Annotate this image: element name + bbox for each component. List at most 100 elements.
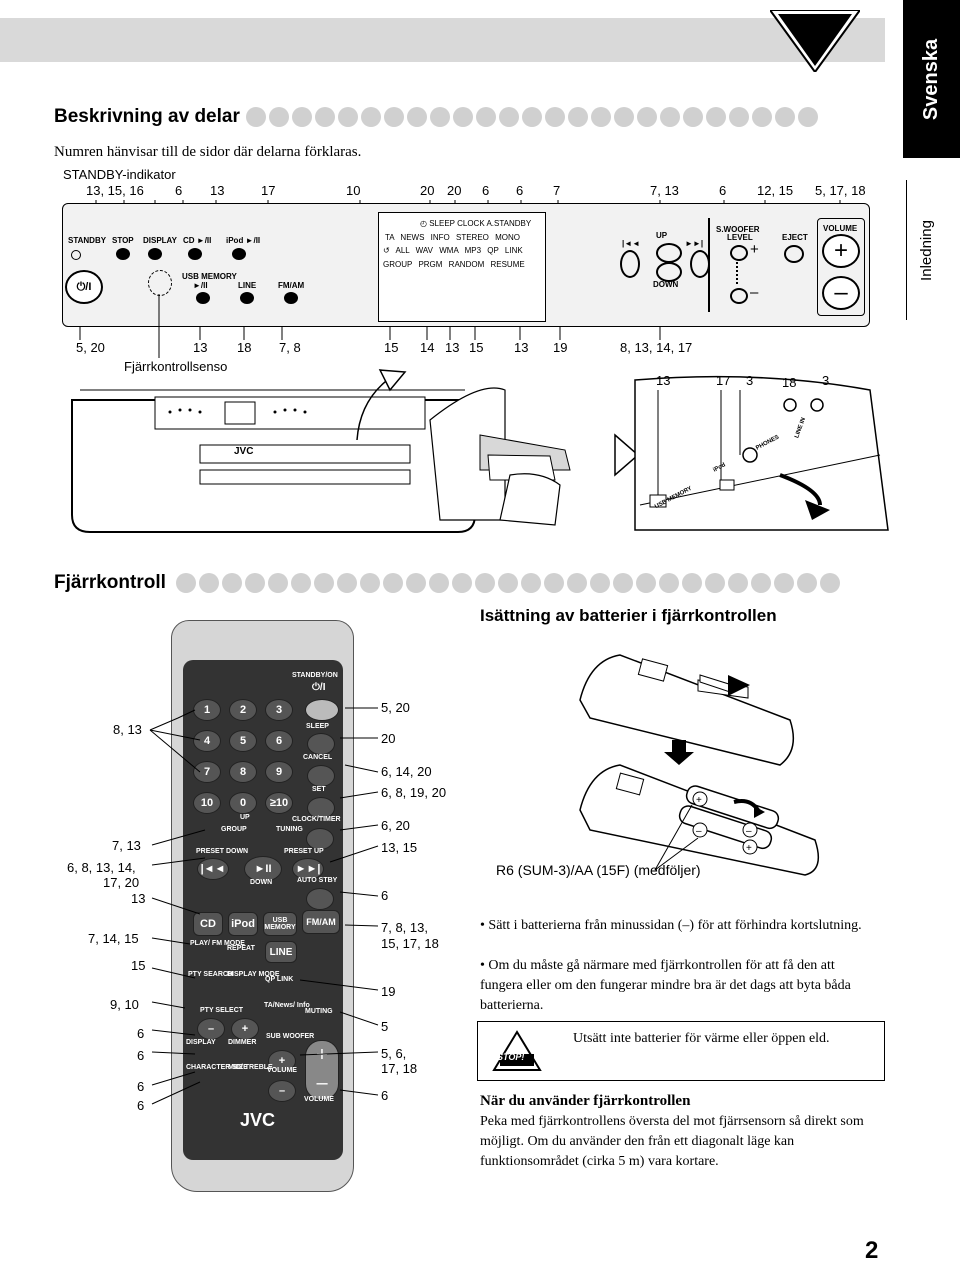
sub-woofer-label: SUB WOOFER <box>266 1033 315 1040</box>
key-10-plus[interactable]: ≥10 <box>265 792 293 814</box>
ref-label: 13, 15, 16 <box>86 183 144 198</box>
fm-am-label: FM/AM <box>278 281 305 290</box>
woofer-down-button[interactable] <box>730 288 748 304</box>
usb-play-label: ►/II <box>193 281 208 290</box>
pty-select-label: PTY SELECT <box>200 1007 244 1014</box>
ref-label: 5, 6, <box>381 1046 407 1061</box>
key-7[interactable]: 7 <box>193 761 221 783</box>
usb-memory-button[interactable]: USB MEMORY <box>263 912 297 936</box>
ref-label: 8, 13, 14, 17 <box>620 340 693 355</box>
ref-label: 15 <box>131 958 146 973</box>
stop-button[interactable] <box>116 248 130 260</box>
fm-am-button[interactable] <box>284 292 298 304</box>
standby-on-button[interactable] <box>305 699 339 721</box>
skip-back-button[interactable] <box>620 250 640 278</box>
set-button[interactable] <box>307 797 335 819</box>
ref-label: 6 <box>381 888 389 903</box>
group-label: GROUP <box>221 826 247 833</box>
ipod-button[interactable]: iPod <box>228 912 258 936</box>
fm-am-button[interactable]: FM/AM <box>302 910 340 934</box>
svg-text:–: – <box>746 826 752 837</box>
cd-button[interactable]: CD <box>193 912 223 936</box>
key-5[interactable]: 5 <box>229 730 257 752</box>
lcd-row: ↺ ALL WAV WMA MP3 QP LINK <box>383 246 523 255</box>
cancel-label: CANCEL <box>303 754 333 761</box>
woofer-plus-button[interactable]: + <box>268 1050 296 1072</box>
preset-down-label: PRESET DOWN <box>196 848 249 855</box>
key-9[interactable]: 9 <box>265 761 293 783</box>
clock-icon: ◴ <box>420 219 427 228</box>
ref-label: 9, 10 <box>110 997 139 1012</box>
standby-indicator-led <box>71 250 81 260</box>
s-woofer-label: S.WOOFER <box>716 225 760 234</box>
ref-label: 6 <box>175 183 183 198</box>
clock-timer-button[interactable] <box>306 828 334 850</box>
woofer-up-button[interactable] <box>730 245 748 261</box>
ref-label: 19 <box>553 340 568 355</box>
volume-down-button[interactable]: – <box>822 276 860 310</box>
auto-stby-button[interactable] <box>306 888 334 910</box>
volume-up-button[interactable]: + <box>822 234 860 268</box>
remote-jvc-logo: JVC <box>240 1110 276 1130</box>
skip-forward-button[interactable] <box>690 250 710 278</box>
key-3[interactable]: 3 <box>265 699 293 721</box>
svg-text:+: + <box>696 795 702 806</box>
down-button[interactable] <box>656 262 682 282</box>
down-label: DOWN <box>250 879 273 886</box>
skip-back-button[interactable]: |◄◄ <box>197 858 229 880</box>
remote-leader-lines <box>149 707 379 1105</box>
key-8[interactable]: 8 <box>229 761 257 783</box>
dimmer-label: DIMMER <box>228 1039 257 1046</box>
pty-plus-button[interactable]: + <box>231 1018 259 1040</box>
ta-news-info-label: TA/News/ Info <box>264 1002 310 1009</box>
ref-label: 6 <box>719 183 727 198</box>
ref-label: 5, 20 <box>76 340 105 355</box>
key-2[interactable]: 2 <box>229 699 257 721</box>
sleep-button[interactable] <box>307 733 335 755</box>
mid-treble-label: MID/ TREBLE <box>228 1064 273 1071</box>
cancel-button[interactable] <box>307 765 335 787</box>
woofer-minus-button[interactable]: – <box>268 1080 296 1102</box>
ref-label: 8, 13 <box>113 722 142 737</box>
power-button[interactable]: ⏻/I <box>65 270 103 304</box>
ref-label: 7, 14, 15 <box>88 931 139 946</box>
ref-label: 6, 14, 20 <box>381 764 432 779</box>
ref-label: 6 <box>137 1048 145 1063</box>
display-label: DISPLAY <box>186 1039 216 1046</box>
auto-stby-label: AUTO STBY <box>297 877 338 884</box>
key-4[interactable]: 4 <box>193 730 221 752</box>
key-0[interactable]: 0 <box>229 792 257 814</box>
ref-label: 7, 8 <box>279 340 301 355</box>
skip-forward-button[interactable]: ►►| <box>292 858 324 880</box>
usb-play-button[interactable] <box>196 292 210 304</box>
display-button[interactable] <box>148 248 162 260</box>
ipod-label: iPod ►/II <box>226 236 261 245</box>
volume-rocker[interactable]: +– <box>305 1040 339 1100</box>
repeat-label: REPEAT <box>227 945 255 952</box>
ref-label: 20 <box>381 731 396 746</box>
lcd-row: ◴ SLEEP CLOCK A.STANDBY <box>420 219 532 228</box>
up-button[interactable] <box>656 243 682 263</box>
line-button[interactable] <box>240 292 254 304</box>
ref-label: 15 <box>384 340 399 355</box>
ref-label: 3 <box>746 373 754 388</box>
cd-play-button[interactable] <box>188 248 202 260</box>
ipod-play-button[interactable] <box>232 248 246 260</box>
line-button[interactable]: LINE <box>265 941 297 963</box>
key-10[interactable]: 10 <box>193 792 221 814</box>
volume-label-2: VOLUME <box>304 1096 334 1103</box>
ref-label: 18 <box>782 375 797 390</box>
pty-minus-button[interactable]: – <box>197 1018 225 1040</box>
ref-label: 5 <box>381 1019 389 1034</box>
ref-label: 17 <box>261 183 276 198</box>
play-pause-button[interactable]: ►II <box>244 856 282 882</box>
key-6[interactable]: 6 <box>265 730 293 752</box>
ref-label: 6 <box>482 183 490 198</box>
stop-icon-text: STOP! <box>497 1052 525 1062</box>
key-1[interactable]: 1 <box>193 699 221 721</box>
ref-label: 3 <box>822 373 830 388</box>
repeat-icon: ↺ <box>383 246 390 255</box>
ref-label: 13 <box>514 340 529 355</box>
eject-button[interactable] <box>784 245 804 263</box>
standby-indicator-label: STANDBY-indikator <box>63 167 176 182</box>
